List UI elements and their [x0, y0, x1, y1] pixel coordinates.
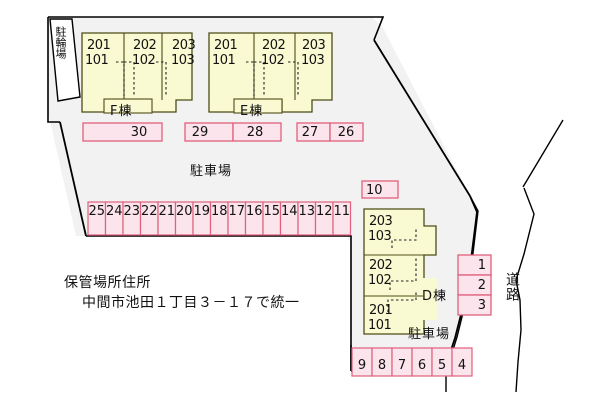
stall-number-28[interactable]: 28	[246, 125, 264, 140]
parking-group-top-mid	[184, 122, 282, 142]
road-label: 道路	[504, 272, 520, 302]
stall-number-16[interactable]: 16	[245, 204, 263, 219]
stall-number-6[interactable]: 6	[417, 358, 427, 373]
stall-box-10	[361, 180, 399, 199]
address-title: 保管場所住所	[64, 275, 151, 291]
stall-number-25[interactable]: 25	[88, 204, 106, 219]
stall-box-11	[332, 201, 352, 236]
building-d-stair-2	[389, 258, 417, 290]
unit-label-e-103: 103	[301, 53, 325, 68]
road-right-edge	[515, 187, 535, 393]
unit-label-e-202: 202	[262, 38, 286, 53]
parking-group-main-row	[87, 201, 352, 236]
stall-box-28	[232, 122, 282, 142]
building-e-name: E棟	[240, 104, 264, 119]
stall-box-3	[457, 294, 492, 316]
stall-number-4[interactable]: 4	[457, 358, 467, 373]
stall-number-15[interactable]: 15	[263, 204, 281, 219]
building-d-stair-1	[391, 228, 417, 248]
unit-label-d-202: 202	[369, 258, 393, 273]
stall-number-23[interactable]: 23	[123, 204, 141, 219]
unit-label-f-103: 103	[171, 53, 195, 68]
building-e-nameplate	[233, 98, 283, 114]
unit-label-e-102: 102	[261, 53, 285, 68]
building-f-name: F棟	[110, 104, 133, 119]
stall-number-24[interactable]: 24	[105, 204, 123, 219]
site-edge-southwest-diagonal	[59, 121, 87, 237]
stall-number-18[interactable]: 18	[210, 204, 228, 219]
stall-number-3[interactable]: 3	[477, 298, 486, 313]
stall-number-26[interactable]: 26	[337, 125, 355, 140]
stall-number-21[interactable]: 21	[158, 204, 176, 219]
building-f-nameplate	[103, 98, 153, 114]
stall-number-5[interactable]: 5	[437, 358, 447, 373]
building-d-nameplate	[423, 278, 437, 320]
stall-number-20[interactable]: 20	[175, 204, 193, 219]
unit-label-d-102: 102	[368, 273, 392, 288]
building-f-stair-2	[124, 61, 135, 96]
stall-number-30[interactable]: 30	[130, 125, 148, 140]
parking-area-label-main: 駐車場	[190, 164, 233, 179]
site-edge-diagonal-ne	[373, 39, 471, 197]
building-f-stair-1	[116, 61, 125, 96]
unit-label-f-101: 101	[85, 53, 109, 68]
stall-number-14[interactable]: 14	[280, 204, 298, 219]
unit-label-f-202: 202	[133, 38, 157, 53]
unit-label-e-201: 201	[214, 38, 238, 53]
site-edge-main-row-bottom	[86, 235, 352, 345]
stall-number-22[interactable]: 22	[140, 204, 158, 219]
stall-number-7[interactable]: 7	[397, 358, 407, 373]
unit-label-f-102: 102	[132, 53, 156, 68]
building-f	[81, 32, 193, 114]
parking-group-top-left	[82, 122, 163, 142]
unit-label-e-101: 101	[212, 53, 236, 68]
site-edge-stub-northeast	[522, 119, 564, 188]
stall-box-4	[451, 347, 473, 377]
building-e-stair-1	[246, 61, 255, 96]
building-d-stair-3	[387, 292, 417, 312]
unit-label-f-203: 203	[172, 38, 196, 53]
building-e-stair-2	[254, 61, 265, 96]
stall-number-29[interactable]: 29	[191, 125, 209, 140]
stall-box-30	[82, 122, 163, 142]
unit-label-d-103: 103	[368, 229, 392, 244]
parking-area-label-right: 駐車場	[408, 327, 451, 342]
stall-number-13[interactable]: 13	[298, 204, 316, 219]
stall-box-26	[329, 122, 364, 142]
stall-number-19[interactable]: 19	[193, 204, 211, 219]
building-e	[208, 32, 333, 114]
site-edge-west	[47, 17, 60, 123]
stall-number-27[interactable]: 27	[301, 125, 319, 140]
building-e-stair-3	[288, 61, 299, 96]
bicycle-parking-label: 駐輪場	[54, 26, 67, 59]
road-upper-connector	[470, 188, 524, 196]
address-line: 中間市池田１丁目３－１７で統一	[82, 295, 300, 311]
bicycle-parking-outline	[49, 18, 81, 102]
building-d-name: D棟	[422, 289, 448, 304]
parking-group-bottom-row	[351, 347, 473, 377]
stall-number-11[interactable]: 11	[333, 204, 351, 219]
stall-number-17[interactable]: 17	[228, 204, 246, 219]
building-d	[363, 208, 437, 335]
parking-group-top-right	[296, 122, 364, 142]
unit-label-e-203: 203	[302, 38, 326, 53]
unit-label-f-201: 201	[87, 38, 111, 53]
stall-number-9[interactable]: 9	[357, 358, 367, 373]
unit-label-d-201: 201	[369, 303, 393, 318]
stall-number-12[interactable]: 12	[315, 204, 333, 219]
stall-number-2[interactable]: 2	[477, 278, 486, 293]
building-f-stair-3	[156, 61, 167, 96]
unit-label-d-101: 101	[368, 318, 392, 333]
stall-number-8[interactable]: 8	[377, 358, 387, 373]
unit-label-d-203: 203	[369, 214, 393, 229]
stall-number-1[interactable]: 1	[477, 258, 486, 273]
parking-group-right-column	[457, 254, 492, 316]
site-edge-notch-topright	[371, 16, 385, 41]
stall-number-10[interactable]: 10	[366, 183, 383, 198]
